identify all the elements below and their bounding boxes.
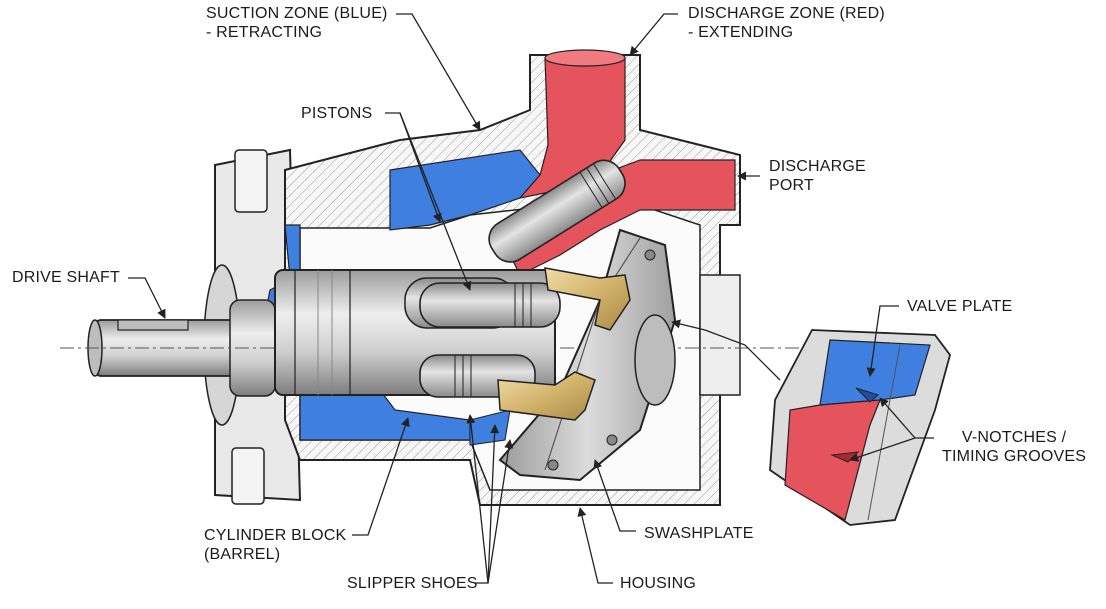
discharge-zone-line2: - EXTENDING <box>688 24 794 41</box>
discharge-port-line1: DISCHARGE <box>769 158 866 175</box>
v-notches-label: V-NOTCHES / TIMING GROOVES <box>942 428 1086 466</box>
suction-zone-line2: - RETRACTING <box>206 24 323 41</box>
pistons-label: PISTONS <box>301 104 372 123</box>
housing-text: HOUSING <box>620 575 697 592</box>
discharge-zone-line1: DISCHARGE ZONE (RED) <box>688 5 885 22</box>
cylinder-block-line1: CYLINDER BLOCK <box>204 527 347 544</box>
cylinder-block-label: CYLINDER BLOCK (BARREL) <box>204 526 346 564</box>
discharge-zone-label: DISCHARGE ZONE (RED) - EXTENDING <box>688 4 885 42</box>
slipper-shoes <box>497 267 631 421</box>
housing-label: HOUSING <box>620 574 696 593</box>
drive-shaft-label: DRIVE SHAFT <box>12 268 120 287</box>
leader-lines <box>128 13 934 584</box>
pistons-text: PISTONS <box>301 105 373 122</box>
swashplate-label: SWASHPLATE <box>644 524 754 543</box>
suction-zone-line1: SUCTION ZONE (BLUE) <box>206 5 388 22</box>
slipper-shoes-label: SLIPPER SHOES <box>347 574 478 593</box>
valve-plate-text: VALVE PLATE <box>907 298 1013 315</box>
v-notches-line2: TIMING GROOVES <box>942 448 1087 465</box>
drive-shaft-text: DRIVE SHAFT <box>12 269 120 286</box>
slipper-shoes-text: SLIPPER SHOES <box>347 575 478 592</box>
piston-upper <box>488 159 626 263</box>
drive-shaft <box>60 299 880 397</box>
suction-zone-label: SUCTION ZONE (BLUE) - RETRACTING <box>206 4 388 42</box>
piston-middle <box>419 282 561 328</box>
swashplate-text: SWASHPLATE <box>644 525 754 542</box>
swashplate <box>498 228 677 482</box>
valve-plate-label: VALVE PLATE <box>907 297 1012 316</box>
valve-plate-inset <box>769 329 951 526</box>
v-notches-line1: V-NOTCHES / <box>961 429 1067 446</box>
discharge-port-line2: PORT <box>769 177 814 194</box>
discharge-port-label: DISCHARGE PORT <box>769 157 866 195</box>
cylinder-block-line2: (BARREL) <box>204 546 281 563</box>
